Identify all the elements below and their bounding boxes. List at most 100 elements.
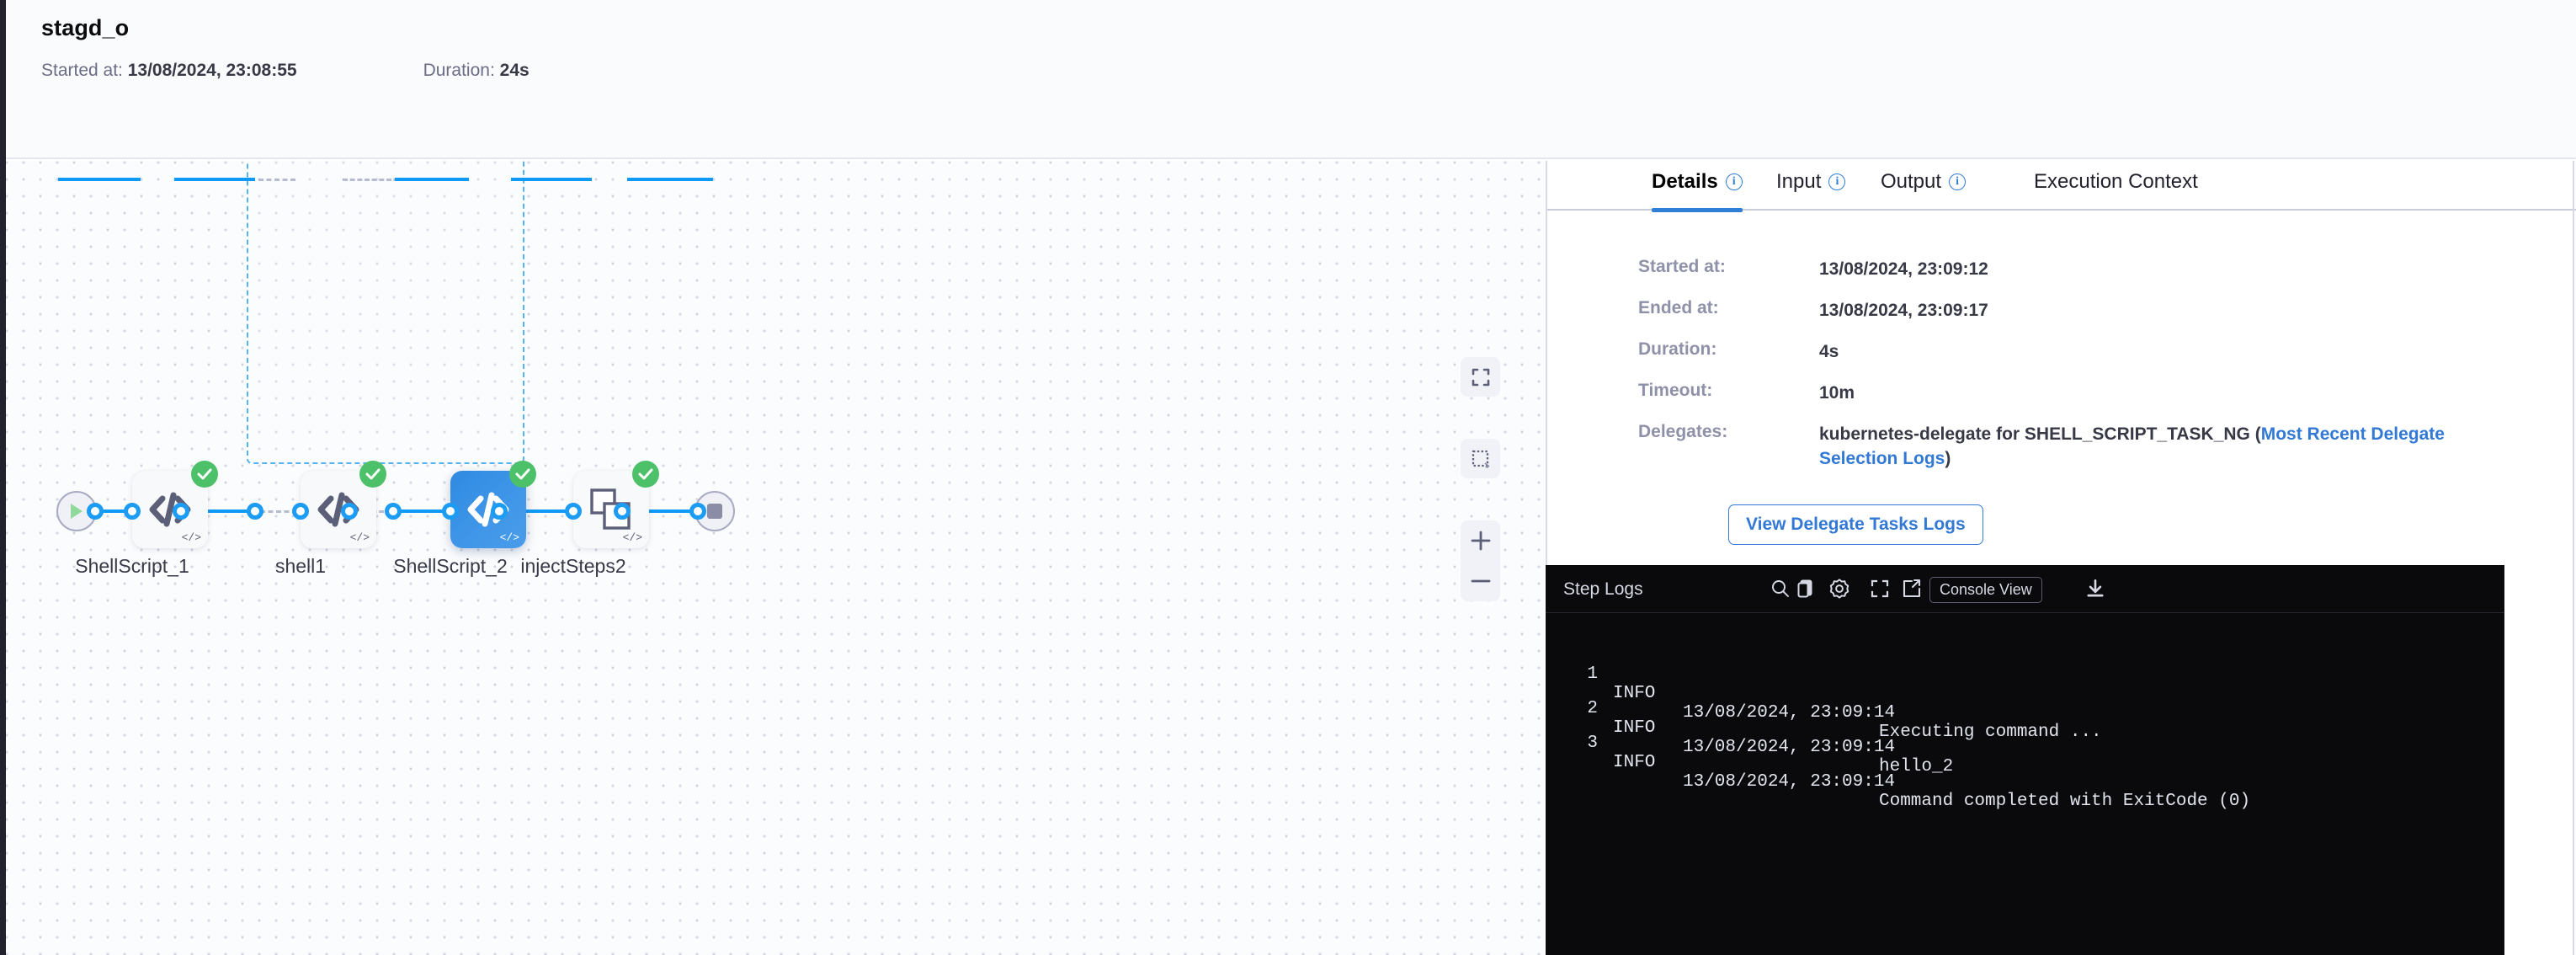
- tab-execution-context[interactable]: Execution Context: [2034, 168, 2198, 211]
- copy-icon[interactable]: [1793, 576, 1818, 601]
- zoom-in-button[interactable]: [1461, 520, 1500, 561]
- selection-box-icon: [1472, 450, 1489, 468]
- detail-value: 10m: [1819, 383, 1855, 403]
- detail-label: Started at:: [1638, 257, 1726, 276]
- status-success-icon: [359, 461, 386, 488]
- detail-label: Ended at:: [1638, 298, 1719, 317]
- log-message: Command completed with ExitCode (0): [1879, 792, 2251, 811]
- fullscreen-icon[interactable]: [1867, 576, 1892, 601]
- log-timestamp: 13/08/2024, 23:09:14: [1683, 703, 1896, 723]
- tab-label: Execution Context: [2034, 170, 2198, 193]
- fit-to-screen-button[interactable]: [1461, 357, 1500, 397]
- delegate-text: kubernetes-delegate for SHELL_SCRIPT_TAS…: [1819, 424, 2261, 444]
- node-card[interactable]: </>: [450, 461, 536, 548]
- connector-dot-shell1-in: [292, 503, 309, 520]
- pipe-group-in-dashed: [258, 179, 295, 181]
- search-icon[interactable]: [1768, 576, 1793, 601]
- status-success-icon: [632, 461, 659, 488]
- info-icon[interactable]: i: [1725, 173, 1743, 190]
- check-icon: [197, 468, 212, 480]
- page-title: stagd_o: [41, 15, 130, 40]
- pipe-shellscript1-to-group: [174, 178, 255, 181]
- detail-label: Delegates:: [1638, 422, 1728, 441]
- link-4: [260, 510, 297, 513]
- log-line: 2 INFO 13/08/2024, 23:09:14 hello_2: [1546, 680, 2504, 776]
- play-icon: [71, 504, 82, 519]
- connector-dot-is2-in: [565, 503, 582, 520]
- log-lines[interactable]: 1 INFO 13/08/2024, 23:09:14 Executing co…: [1546, 613, 2504, 955]
- status-success-icon: [509, 461, 536, 488]
- check-icon: [365, 468, 381, 480]
- pipe-shellscript2-to-injectsteps2: [511, 178, 592, 181]
- zoom-controls[interactable]: [1461, 520, 1500, 601]
- node-card[interactable]: </>: [301, 461, 386, 548]
- info-icon[interactable]: i: [1949, 173, 1967, 190]
- started-at-value: 13/08/2024, 23:08:55: [127, 61, 297, 80]
- node-label: ShellScript_1: [75, 555, 189, 577]
- step-type-badge-icon: </>: [499, 531, 519, 544]
- started-at-meta: Started at: 13/08/2024, 23:08:55: [41, 61, 297, 80]
- connector-dot-group-in: [247, 503, 263, 520]
- detail-label: Duration:: [1638, 339, 1717, 359]
- detail-value: 13/08/2024, 23:09:17: [1819, 301, 1988, 320]
- pipe-group-out-dashed: [343, 179, 435, 181]
- header-meta: Started at: 13/08/2024, 23:08:55 Duration…: [41, 61, 530, 84]
- connector-dot-start: [87, 503, 104, 520]
- view-delegate-tasks-logs-button[interactable]: View Delegate Tasks Logs: [1728, 504, 1983, 545]
- connector-dot-is2-out: [614, 503, 631, 520]
- zoom-out-button[interactable]: [1461, 561, 1500, 601]
- log-line-number: 3: [1587, 734, 1598, 753]
- console-toolbar: Step Logs: [1546, 565, 2504, 613]
- tab-label: Input: [1776, 170, 1822, 193]
- node-label: shell1: [274, 555, 327, 577]
- check-icon: [515, 468, 530, 480]
- connector-dot-end: [689, 503, 706, 520]
- duration-meta: Duration: 24s: [423, 61, 530, 80]
- log-line: 3 INFO 13/08/2024, 23:09:14 Command comp…: [1546, 714, 2504, 811]
- status-success-icon: [191, 461, 218, 488]
- log-level: INFO: [1613, 753, 1656, 772]
- plus-icon: [1471, 531, 1490, 551]
- node-label: ShellScript_2: [393, 555, 508, 577]
- tab-label: Details: [1652, 170, 1718, 193]
- log-line-number: 2: [1587, 699, 1598, 718]
- tab-label: Output: [1881, 170, 1942, 193]
- tab-output[interactable]: Output i: [1881, 168, 1967, 211]
- pipe-group-to-shellscript2: [395, 178, 469, 181]
- tab-input[interactable]: Input i: [1776, 168, 1846, 211]
- panel-tabs: Details i Input i Output i Execution Con…: [1547, 161, 2576, 212]
- duration-value: 24s: [499, 61, 530, 80]
- download-icon[interactable]: [2083, 576, 2108, 601]
- pipeline-canvas[interactable]: injectSteps1: [6, 161, 1545, 955]
- external-link-icon[interactable]: [1899, 576, 1924, 601]
- gear-icon[interactable]: [1827, 576, 1852, 601]
- log-timestamp: 13/08/2024, 23:09:14: [1683, 772, 1896, 792]
- connector-dot-shell1-out: [341, 503, 358, 520]
- check-icon: [638, 468, 653, 480]
- detail-label: Timeout:: [1638, 381, 1713, 400]
- node-card[interactable]: </>: [132, 461, 218, 548]
- node-label: injectSteps2: [520, 555, 626, 577]
- log-line-number: 1: [1587, 664, 1598, 684]
- step-group-injectSteps1[interactable]: injectSteps1: [247, 161, 524, 464]
- console-view-button[interactable]: Console View: [1929, 577, 2042, 603]
- connector-dot-ss2-out: [491, 503, 508, 520]
- step-type-badge-icon: </>: [349, 531, 370, 544]
- detail-value: 13/08/2024, 23:09:12: [1819, 259, 1988, 279]
- link-1: [93, 510, 136, 513]
- tab-details[interactable]: Details i: [1652, 168, 1743, 212]
- node-card[interactable]: </>: [573, 461, 659, 548]
- connector-dot-ss1-in: [124, 503, 141, 520]
- info-icon[interactable]: i: [1828, 173, 1846, 190]
- delegate-selection-logs-link[interactable]: Most Recent Delegate Selection Logs: [1819, 424, 2445, 468]
- step-logs-console: Step Logs: [1546, 565, 2504, 955]
- execution-header: stagd_o Started at: 13/08/2024, 23:08:55…: [6, 0, 2576, 159]
- selection-tool-button[interactable]: [1461, 439, 1500, 478]
- link-6: [395, 510, 469, 513]
- details-list: Started at: 13/08/2024, 23:09:12 Ended a…: [1547, 211, 2576, 545]
- step-type-badge-icon: </>: [181, 531, 201, 544]
- pipe-start-to-shellscript1: [58, 178, 141, 181]
- link-8: [629, 510, 713, 513]
- console-title: Step Logs: [1563, 579, 1643, 599]
- detail-value: kubernetes-delegate for SHELL_SCRIPT_TAS…: [1819, 422, 2518, 471]
